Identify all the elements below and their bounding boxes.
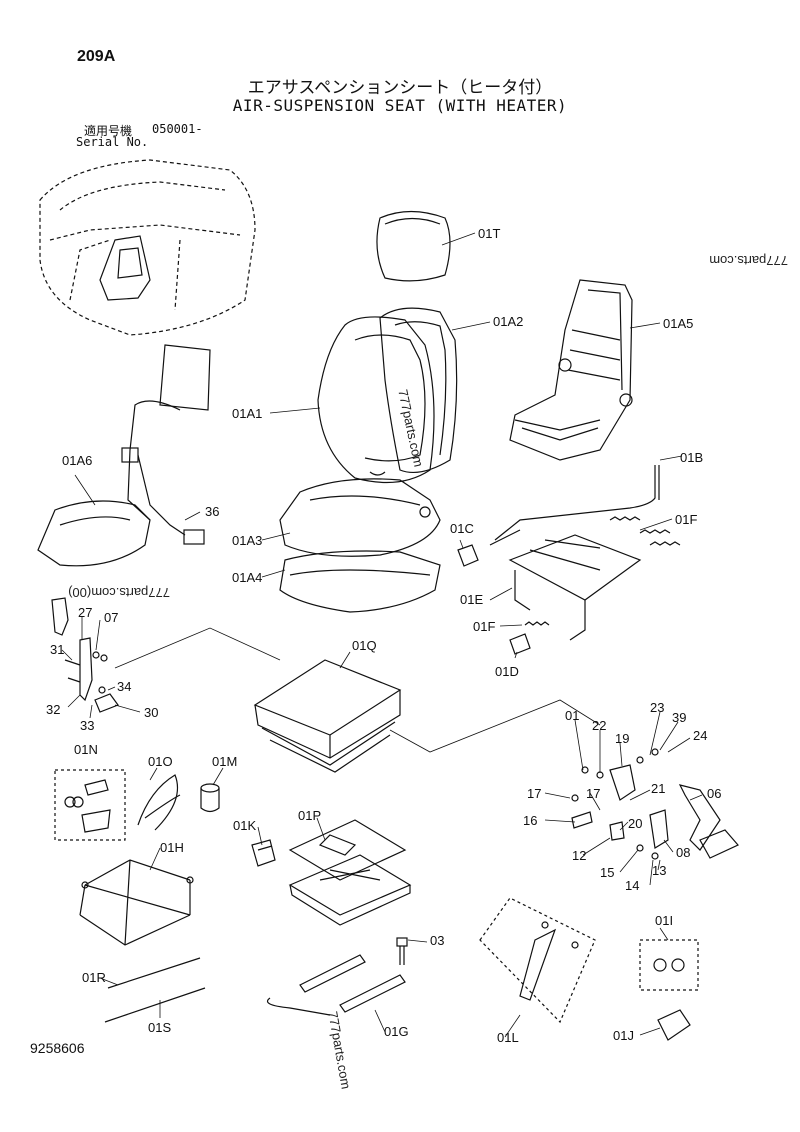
serial-label-english: Serial No. — [76, 135, 149, 149]
heater-cushion-01A6 — [37, 344, 211, 567]
page-number: 209A — [77, 48, 116, 65]
label-22: 22 — [592, 718, 606, 733]
label-01: 01 — [565, 708, 579, 723]
cover-01J — [657, 1009, 691, 1041]
cab-overview-illustration — [39, 159, 256, 336]
title-english: AIR-SUSPENSION SEAT (WITH HEATER) — [232, 96, 568, 115]
heater-pad-back — [159, 344, 211, 411]
label-24: 24 — [693, 728, 707, 743]
slide-rail-01E — [489, 529, 642, 641]
cap-01M — [200, 783, 220, 813]
headrest-01T — [376, 210, 451, 282]
seat-belt-buckle-assembly — [51, 597, 119, 713]
label-07: 07 — [104, 610, 118, 625]
seat-base-01A4 — [279, 550, 441, 613]
label-01H: 01H — [160, 840, 184, 855]
label-21: 21 — [651, 781, 665, 796]
label-01L: 01L — [497, 1030, 519, 1045]
label-06: 06 — [707, 786, 721, 801]
label-32: 32 — [46, 702, 60, 717]
backrest-cushion-01A1 — [317, 316, 435, 484]
cable-01O — [137, 774, 181, 831]
serial-value: 050001- — [152, 122, 203, 136]
label-01F-2: 01F — [473, 619, 495, 634]
label-17b: 17 — [586, 786, 600, 801]
figure-number: 9258606 — [30, 1040, 85, 1056]
label-01M: 01M — [212, 754, 237, 769]
label-20: 20 — [628, 816, 642, 831]
title-japanese: エアサスペンションシート（ヒータ付） — [247, 78, 553, 98]
label-01P: 01P — [298, 808, 321, 823]
label-01J: 01J — [613, 1028, 634, 1043]
label-01S: 01S — [148, 1020, 171, 1035]
rod-01B — [494, 465, 660, 541]
serial-label-japanese: 適用号機 — [84, 124, 133, 138]
backrest-cover-01A2 — [379, 307, 458, 473]
base-mechanism-01P — [288, 819, 412, 926]
label-13: 13 — [652, 863, 666, 878]
label-14: 14 — [625, 878, 639, 893]
label-33: 33 — [80, 718, 94, 733]
label-01C: 01C — [450, 521, 474, 536]
label-12: 12 — [572, 848, 586, 863]
bolt-03 — [396, 937, 408, 965]
label-01N: 01N — [74, 742, 98, 757]
bearing-box-01I — [639, 939, 699, 991]
label-36: 36 — [205, 504, 219, 519]
label-01T: 01T — [478, 226, 500, 241]
label-39: 39 — [672, 710, 686, 725]
seat-cushion-01A3 — [279, 478, 441, 557]
label-01E: 01E — [460, 592, 483, 607]
bracket-01K — [251, 839, 276, 867]
belt-assembly-06 — [678, 784, 739, 859]
knob-01C — [457, 544, 479, 567]
cable-01R — [107, 957, 201, 989]
label-01A3: 01A3 — [232, 533, 262, 548]
label-34: 34 — [117, 679, 131, 694]
label-16: 16 — [523, 813, 537, 828]
label-01F: 01F — [675, 512, 697, 527]
label-01B: 01B — [680, 450, 703, 465]
label-01A2: 01A2 — [493, 314, 523, 329]
rails-01G — [266, 954, 406, 1016]
label-01A1: 01A1 — [232, 406, 262, 421]
damper-box-01L — [479, 897, 596, 1024]
cab-seat-thumbnail — [99, 235, 151, 301]
springs-01F — [524, 516, 681, 626]
cable-01S — [104, 987, 206, 1023]
label-23: 23 — [650, 700, 664, 715]
label-27: 27 — [78, 605, 92, 620]
label-31: 31 — [50, 642, 64, 657]
scissor-frame-01H — [79, 859, 194, 946]
label-01G: 01G — [384, 1024, 409, 1039]
part-labels: 01T 01A2 01A5 01A1 01B 01A6 36 01C 01F 0… — [46, 226, 721, 1045]
label-01I: 01I — [655, 913, 673, 928]
label-01D: 01D — [495, 664, 519, 679]
label-30: 30 — [144, 705, 158, 720]
label-17a: 17 — [527, 786, 541, 801]
label-01O: 01O — [148, 754, 173, 769]
knob-01D — [509, 633, 531, 655]
label-01A6: 01A6 — [62, 453, 92, 468]
label-15: 15 — [600, 865, 614, 880]
label-01Q: 01Q — [352, 638, 377, 653]
label-01A4: 01A4 — [232, 570, 262, 585]
suspension-unit-01Q — [253, 659, 402, 773]
label-01R: 01R — [82, 970, 106, 985]
label-19: 19 — [615, 731, 629, 746]
leader-connectors — [114, 627, 601, 753]
seat-frame-01A5 — [509, 279, 633, 461]
bracket-group-right — [571, 748, 669, 860]
label-03: 03 — [430, 933, 444, 948]
label-01K: 01K — [233, 818, 256, 833]
kit-box-01N — [54, 769, 126, 841]
label-01A5: 01A5 — [663, 316, 693, 331]
label-leader-lines — [61, 232, 703, 1038]
label-08: 08 — [676, 845, 690, 860]
